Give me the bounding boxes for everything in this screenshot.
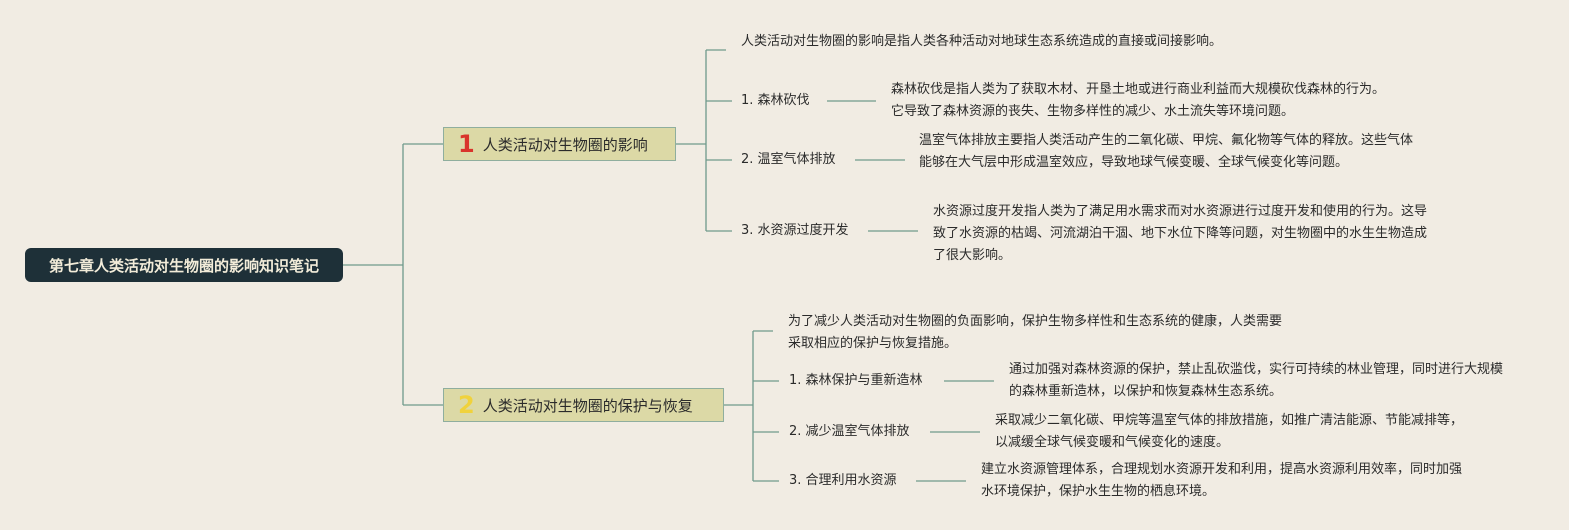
root-title: 第七章人类活动对生物圈的影响知识笔记: [48, 256, 319, 275]
branch-title-2: 人类活动对生物圈的保护与恢复: [482, 396, 693, 415]
branch-2-item-1-label[interactable]: 1. 森林保护与重新造林: [789, 373, 923, 388]
branch-2-item-2-label[interactable]: 2. 减少温室气体排放: [789, 424, 910, 439]
branch-2-item-2-detail[interactable]: 采取减少二氧化碳、甲烷等温室气体的排放措施，如推广清洁能源、节能减排等，以减缓全…: [995, 413, 1464, 450]
branch-2-item-3-detail[interactable]: 建立水资源管理体系，合理规划水资源开发和利用，提高水资源利用效率，同时加强水环境…: [981, 462, 1463, 499]
branch-2-item-1-detail[interactable]: 通过加强对森林资源的保护，禁止乱砍滥伐，实行可持续的林业管理，同时进行大规模的森…: [1009, 362, 1504, 399]
branch-1-item-3-detail[interactable]: 水资源过度开发指人类为了满足用水需求而对水资源进行过度开发和使用的行为。这导致了…: [933, 204, 1428, 263]
branch-1-item-2-label[interactable]: 2. 温室气体排放: [741, 152, 836, 167]
branch-1-item-2-detail[interactable]: 温室气体排放主要指人类活动产生的二氧化碳、甲烷、氟化物等气体的释放。这些气体能够…: [919, 133, 1414, 170]
branch-title-1: 人类活动对生物圈的影响: [482, 135, 648, 154]
branch-number-1: 1: [458, 130, 475, 158]
branch-1-item-3-label[interactable]: 3. 水资源过度开发: [741, 223, 849, 238]
branch-1-item-1-label[interactable]: 1. 森林砍伐: [741, 93, 810, 108]
root-node[interactable]: 第七章人类活动对生物圈的影响知识笔记: [25, 248, 343, 282]
branch-node-2[interactable]: 2 人类活动对生物圈的保护与恢复: [443, 388, 724, 422]
branch-2-intro[interactable]: 为了减少人类活动对生物圈的负面影响，保护生物多样性和生态系统的健康，人类需要采取…: [788, 314, 1283, 351]
branch-number-2: 2: [458, 391, 475, 419]
branch-node-1[interactable]: 1 人类活动对生物圈的影响: [443, 127, 676, 161]
branch-1-item-1-detail[interactable]: 森林砍伐是指人类为了获取木材、开垦土地或进行商业利益而大规模砍伐森林的行为。它导…: [891, 82, 1386, 119]
branch-1-intro[interactable]: 人类活动对生物圈的影响是指人类各种活动对地球生态系统造成的直接或间接影响。: [741, 34, 1223, 49]
branch-2-item-3-label[interactable]: 3. 合理利用水资源: [789, 473, 897, 488]
